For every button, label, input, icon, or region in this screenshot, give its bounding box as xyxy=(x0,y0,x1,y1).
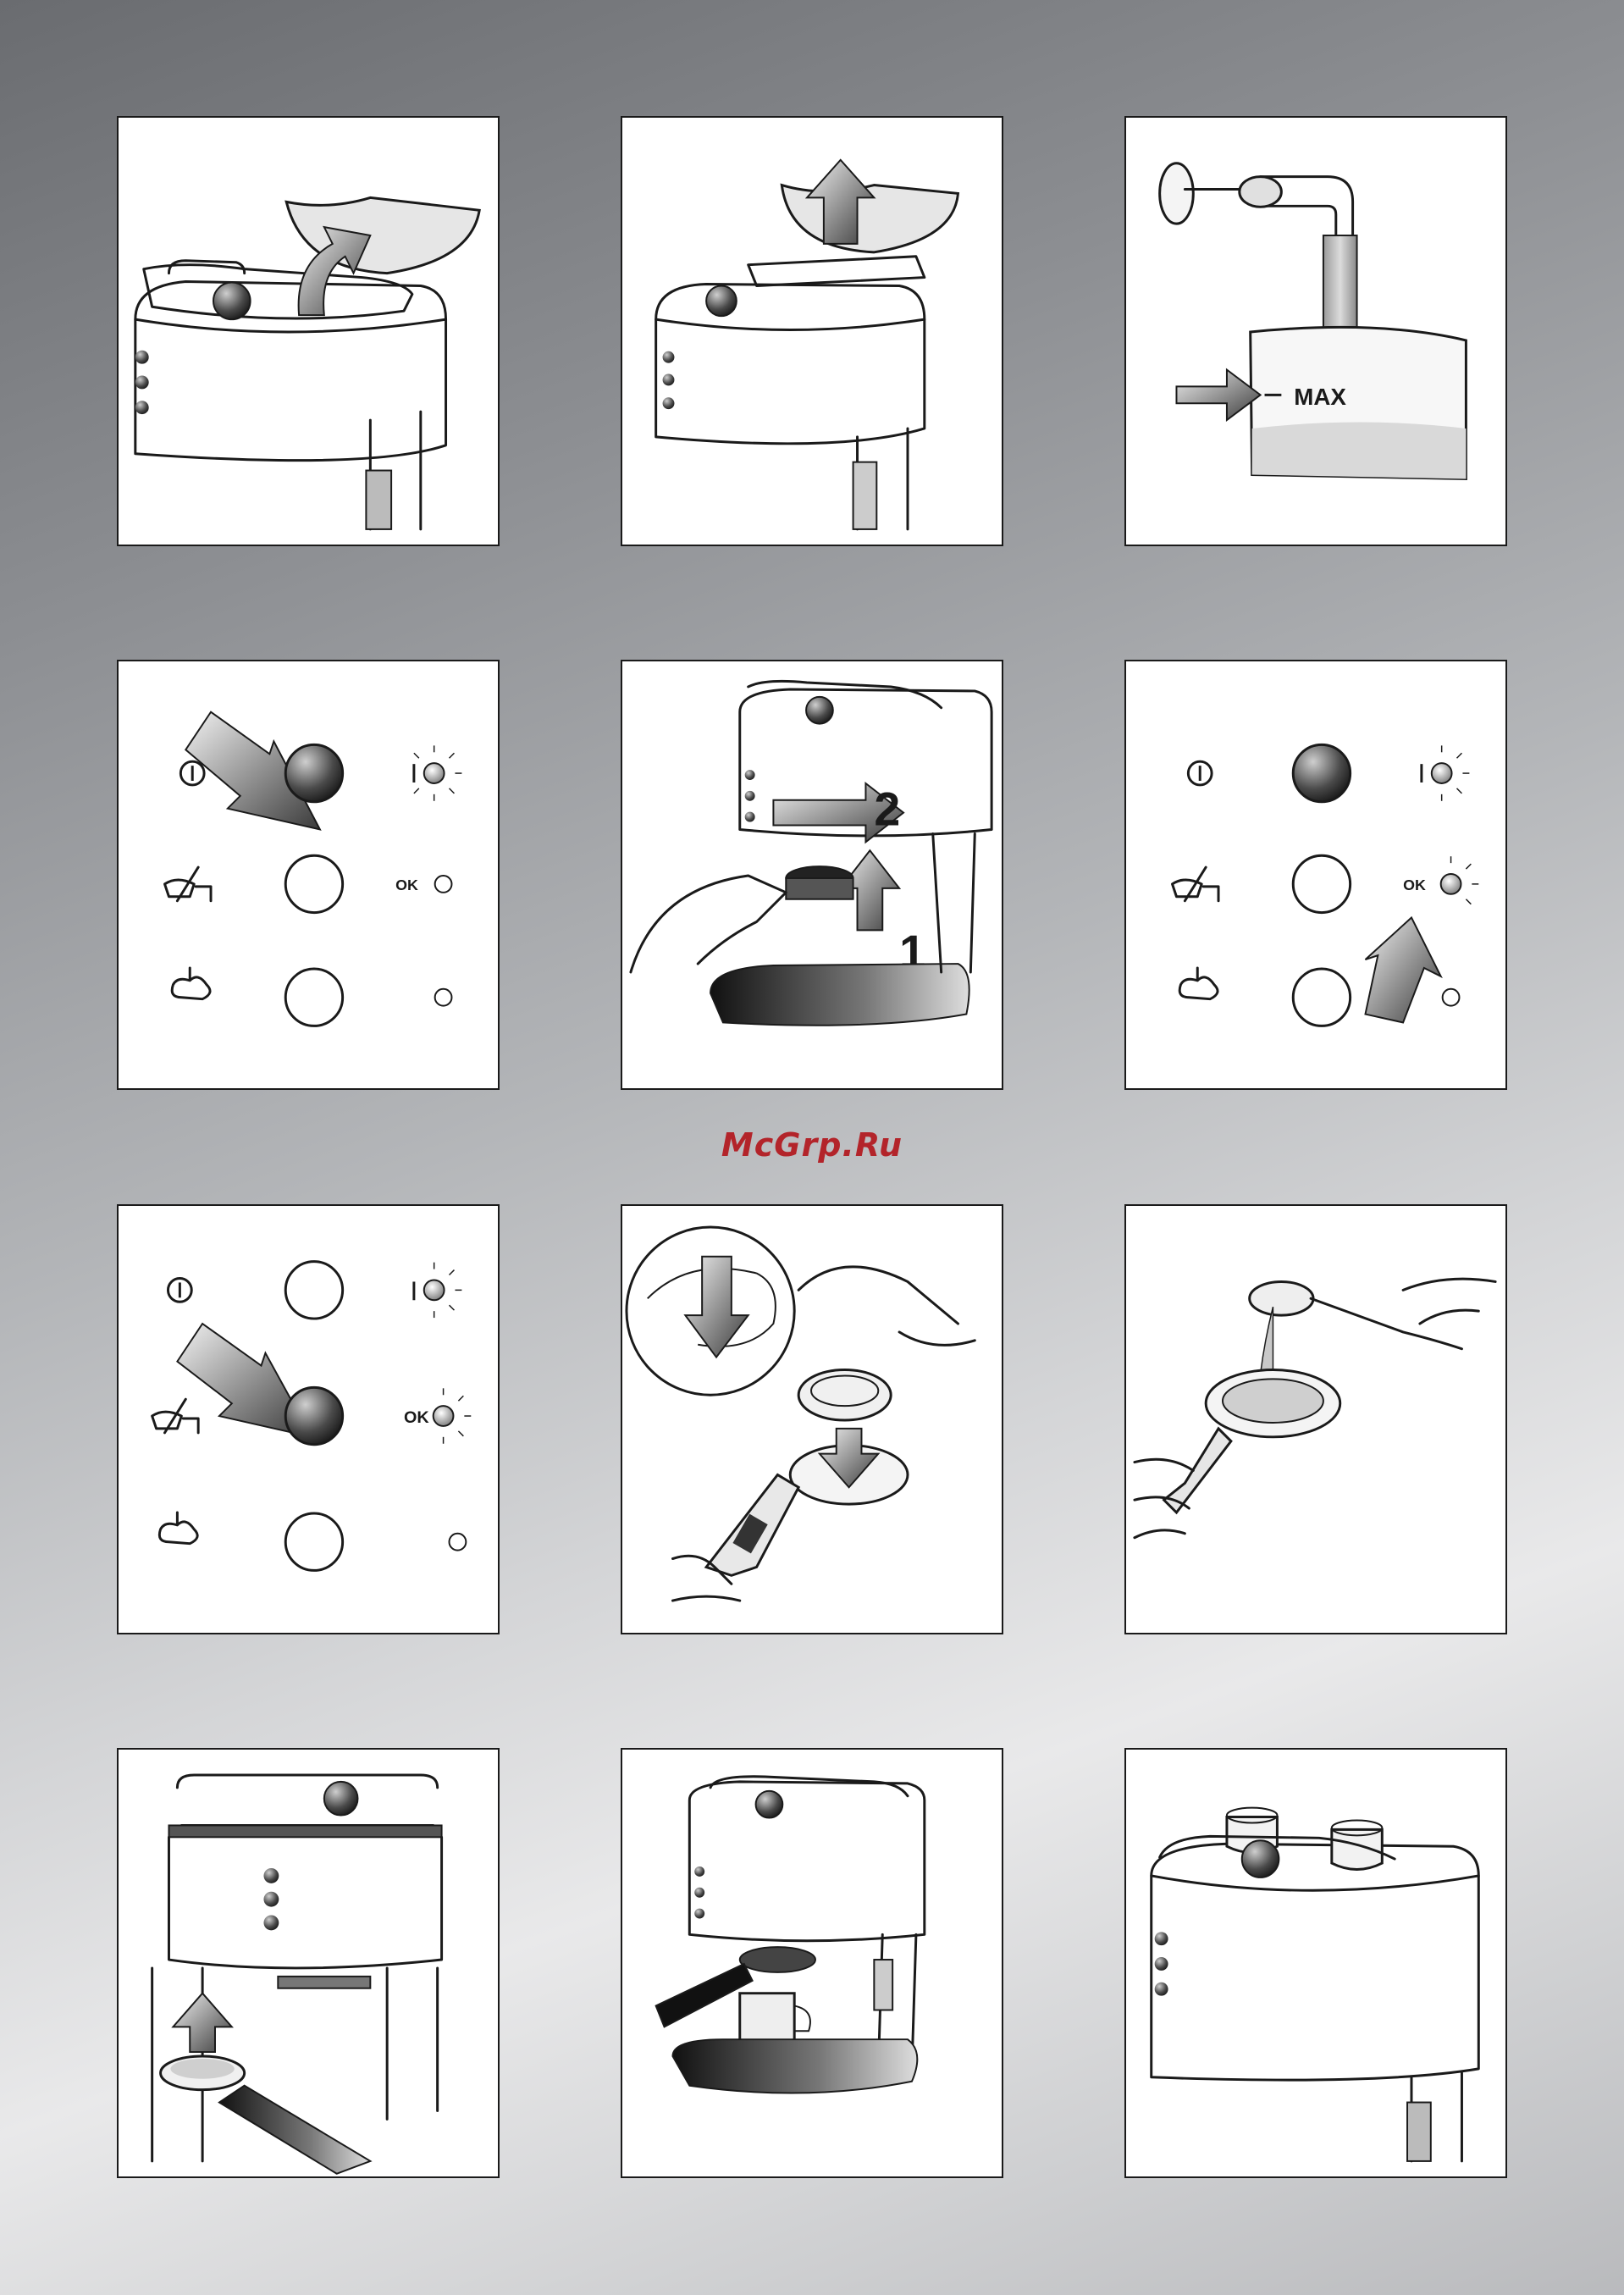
remove-tank-panel xyxy=(621,116,1003,546)
power-button-panel: OK xyxy=(117,660,500,1090)
watermark: McGrp.Ru xyxy=(0,1126,1624,1164)
steam-button xyxy=(1293,969,1350,1026)
fill-tank-max-illustration: MAX xyxy=(1126,118,1505,545)
ok-label: OK xyxy=(1403,877,1426,893)
warm-cups-panel xyxy=(1124,1748,1507,2178)
coffee-button xyxy=(1293,855,1350,912)
coffee-steam-icon xyxy=(152,1399,199,1433)
ground-coffee-panel xyxy=(1124,1204,1507,1634)
ok-led-icon xyxy=(435,876,452,893)
ok-led-icon xyxy=(1441,874,1461,894)
ok-light-panel: OK xyxy=(1124,660,1507,1090)
steam-led-icon xyxy=(450,1534,467,1551)
coffee-steam-icon xyxy=(165,867,212,901)
steam-led-icon xyxy=(435,989,452,1006)
steam-button xyxy=(285,1513,342,1570)
knob-icon xyxy=(213,283,251,320)
power-led-icon xyxy=(1432,763,1452,783)
insert-filter-holder-illustration: 2 1 xyxy=(622,661,1002,1088)
step-2-label: 2 xyxy=(874,783,900,836)
filter-holder-panel: 2 1 xyxy=(621,660,1003,1090)
press-coffee-button-illustration: OK xyxy=(119,1206,498,1633)
arrow-up-icon xyxy=(173,1994,231,2052)
brew-coffee-panel xyxy=(621,1748,1003,2178)
arrow-pointing-icon xyxy=(1365,918,1440,1023)
tamp-coffee-panel xyxy=(117,1748,500,2178)
arrow-right-icon xyxy=(1176,370,1260,420)
power-led-icon xyxy=(424,763,445,783)
lift-lid-illustration xyxy=(119,118,498,545)
power-button xyxy=(1293,744,1350,801)
spoon-icon xyxy=(1250,1281,1313,1315)
ok-label: OK xyxy=(404,1408,429,1427)
brew-coffee-illustration xyxy=(622,1750,1002,2176)
ok-label: OK xyxy=(395,877,418,893)
fill-tank-panel: MAX xyxy=(1124,116,1507,546)
max-label: MAX xyxy=(1294,384,1346,410)
ok-light-on-illustration: OK xyxy=(1126,661,1505,1088)
warm-cups-illustration xyxy=(1126,1750,1505,2176)
insert-filter-illustration xyxy=(622,1206,1002,1633)
lift-lid-panel xyxy=(117,116,500,546)
steam-led-icon xyxy=(1443,989,1460,1006)
coffee-button xyxy=(285,1387,342,1444)
coffee-button-panel: OK xyxy=(117,1204,500,1634)
steam-icon xyxy=(1179,968,1218,999)
coffee-button xyxy=(285,855,342,912)
steam-button xyxy=(285,969,342,1026)
coffee-steam-icon xyxy=(1173,867,1219,901)
tamp-coffee-illustration xyxy=(119,1750,498,2176)
press-power-button-illustration: OK xyxy=(119,661,498,1088)
insert-filter-panel xyxy=(621,1204,1003,1634)
power-led-icon xyxy=(424,1280,445,1300)
remove-tank-illustration xyxy=(622,118,1002,545)
cup-icon xyxy=(740,1994,794,2046)
add-ground-coffee-illustration xyxy=(1126,1206,1505,1633)
ok-led-icon xyxy=(434,1406,454,1426)
steam-icon xyxy=(172,968,210,999)
steam-icon xyxy=(159,1512,197,1544)
power-button xyxy=(285,1262,342,1319)
power-button xyxy=(285,744,342,801)
